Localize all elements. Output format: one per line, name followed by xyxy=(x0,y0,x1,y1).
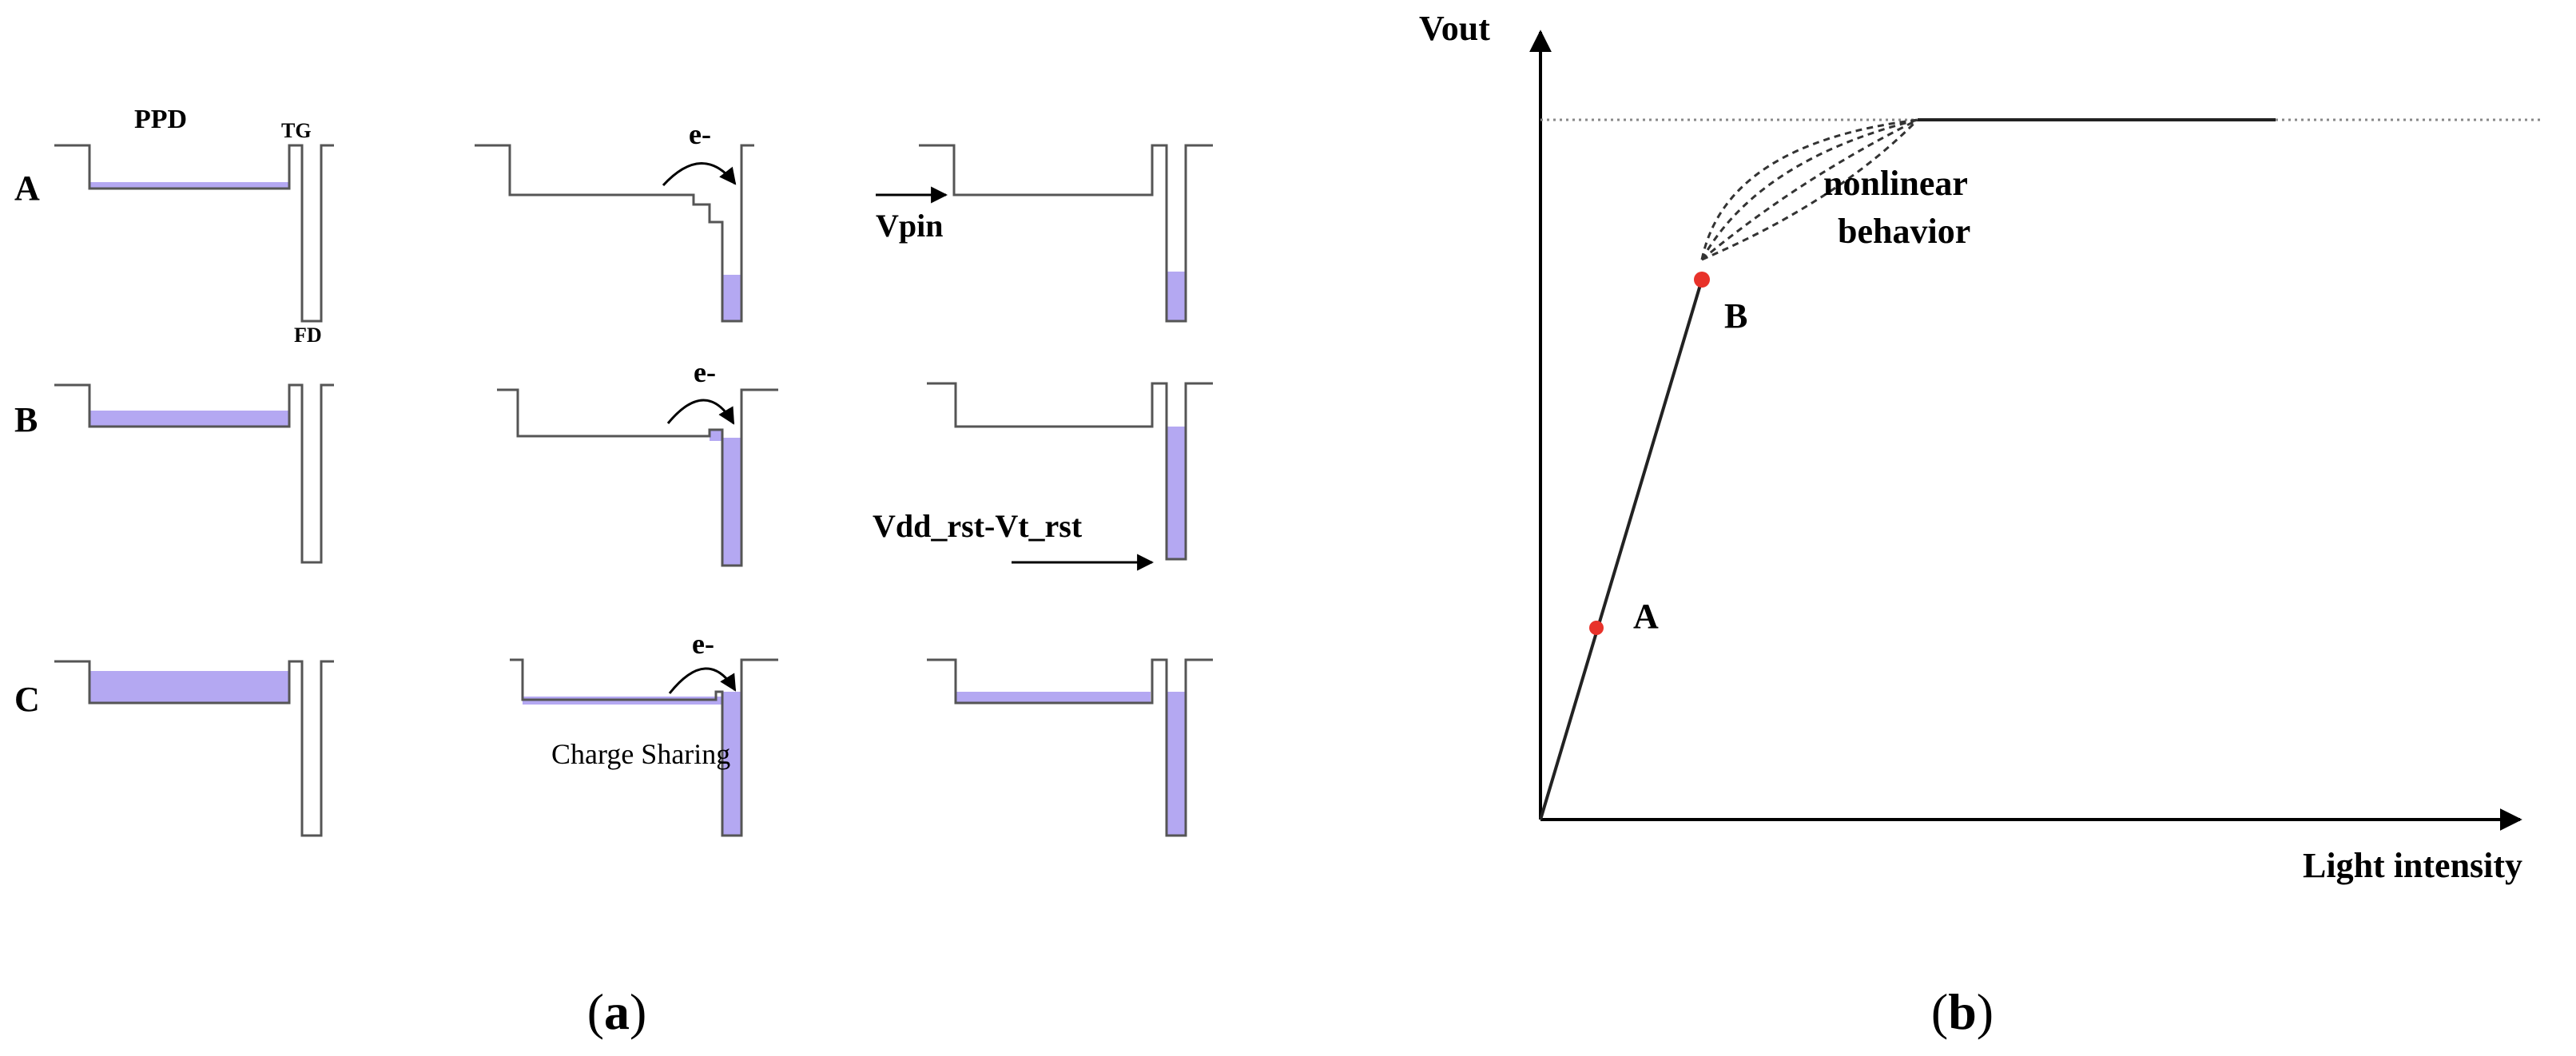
charge-a1-ppd xyxy=(89,182,289,189)
charge-a3-fd xyxy=(1167,272,1186,321)
nonlinear-label-line2: behavior xyxy=(1838,212,1970,251)
row-label-a: A xyxy=(14,169,40,208)
vdd-label: Vdd_rst-Vt_rst xyxy=(873,508,1083,544)
row-label-b: B xyxy=(14,400,38,439)
vpin-label: Vpin xyxy=(876,208,944,244)
row-label-c: C xyxy=(14,680,40,719)
linear-response-line xyxy=(1539,279,1703,820)
panel-a: A B C PPD TG FD e- Vpin xyxy=(14,105,1213,1040)
well-b1 xyxy=(54,383,334,564)
nonlinear-label-line1: nonlinear xyxy=(1823,164,1968,203)
x-axis-label: Light intensity xyxy=(2303,846,2522,885)
well-b2: e- xyxy=(497,356,778,567)
caption-b: (b) xyxy=(1931,983,1994,1040)
ppd-label: PPD xyxy=(134,105,187,134)
charge-c1-ppd xyxy=(89,671,289,703)
charge-b3-fd xyxy=(1167,427,1186,559)
point-b-marker xyxy=(1694,272,1710,288)
charge-c3-fd xyxy=(1167,692,1186,836)
panel-b: Vout Light intensity A B nonlinear behav… xyxy=(1419,9,2542,1040)
point-a-marker xyxy=(1589,621,1604,635)
well-a1 xyxy=(54,144,334,323)
nonlinear-curves xyxy=(1700,118,1919,261)
fd-label: FD xyxy=(294,324,322,347)
electron-label-b: e- xyxy=(694,356,716,388)
electron-label-c: e- xyxy=(692,628,714,660)
electron-label-a: e- xyxy=(689,118,711,150)
well-c1 xyxy=(54,660,334,837)
y-axis-label: Vout xyxy=(1419,9,1490,48)
well-b3: Vdd_rst-Vt_rst xyxy=(873,382,1213,571)
well-a3: Vpin xyxy=(876,144,1213,323)
charge-c3-ppd xyxy=(956,692,1151,703)
charge-b2-tg xyxy=(710,430,722,441)
charge-b1-ppd xyxy=(89,411,289,427)
charge-b2-fd xyxy=(722,438,741,566)
tg-label: TG xyxy=(281,119,312,142)
well-a2: e- xyxy=(475,118,754,323)
caption-a: (a) xyxy=(587,983,647,1040)
charge-sharing-label: Charge Sharing xyxy=(551,738,730,770)
charge-c2-fd xyxy=(722,692,741,836)
well-c2: e- Charge Sharing xyxy=(510,628,778,837)
charge-a2-fd xyxy=(722,275,741,321)
well-c3 xyxy=(927,658,1213,837)
point-b-label: B xyxy=(1724,296,1747,335)
point-a-label: A xyxy=(1633,597,1659,636)
